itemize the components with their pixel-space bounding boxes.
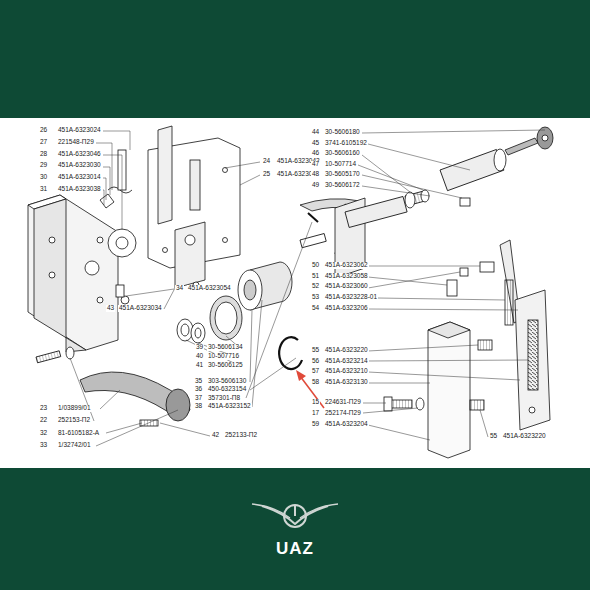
callout-number: 27 [39, 139, 48, 146]
part-number: 10-507716 [207, 353, 240, 360]
uaz-logo [252, 504, 338, 527]
part-number: 450-6323154 [207, 386, 247, 393]
part-number: 451A-6323204 [324, 421, 369, 428]
part-number: 451A-6323024 [57, 127, 102, 134]
pointer-arrow [296, 370, 324, 408]
part-number: 451A-6323058 [324, 273, 369, 280]
callout-number: 54 [311, 305, 320, 312]
part-number: 30-5606125 [207, 362, 244, 369]
callout-number: 46 [311, 150, 320, 157]
callout-number: 30 [39, 174, 48, 181]
callout-number: 58 [311, 379, 320, 386]
callout-number: 47 [311, 161, 320, 168]
part-number: 451A-6323220 [502, 433, 547, 440]
part-number: 451A-6323038 [57, 186, 102, 193]
part-number: 451A-6323062 [324, 262, 369, 269]
part-number: 252174-П29 [324, 410, 362, 417]
callout-number: 53 [311, 294, 320, 301]
part-number: 30-5606172 [324, 182, 361, 189]
part-number: 451A-6323220 [324, 347, 369, 354]
part-number: 30-5606160 [324, 150, 361, 157]
callout-number: 29 [39, 162, 48, 169]
part-number: 451A-6323060 [324, 283, 369, 290]
part-number: 3741-6105192 [324, 140, 368, 147]
callout-number: 56 [311, 358, 320, 365]
sheet [0, 118, 590, 468]
callout-number: 25 [262, 171, 271, 178]
part-number: 451A-6323228-01 [324, 294, 378, 301]
part-number: 224631-П29 [324, 399, 362, 406]
part-number: 451A-6323014 [57, 174, 102, 181]
part-number: 252153-П2 [57, 417, 91, 424]
callout-number: 24 [262, 158, 271, 165]
callout-number: 33 [39, 442, 48, 449]
callout-number: 43 [106, 305, 115, 312]
callout-number: 48 [311, 171, 320, 178]
callout-number: 57 [311, 368, 320, 375]
part-number: 451A-6323206 [324, 305, 369, 312]
callout-number: 17 [311, 410, 320, 417]
part-number: 1/32742/01 [57, 442, 92, 449]
callout-number: 15 [311, 399, 320, 406]
part-number: 451A-6323054 [187, 285, 232, 292]
part-number: 252133-П2 [224, 432, 258, 439]
part-number: 10-507714 [324, 161, 357, 168]
callout-number: 42 [211, 432, 220, 439]
brand-name: UAZ [276, 540, 314, 557]
callout-number: 55 [311, 347, 320, 354]
callout-number: 50 [311, 262, 320, 269]
callout-number: 22 [39, 417, 48, 424]
callout-number: 59 [311, 421, 320, 428]
callout-number: 39 [195, 344, 204, 351]
callout-number: 45 [311, 140, 320, 147]
callout-number: 31 [39, 186, 48, 193]
parts [28, 126, 553, 458]
part-number: 451A-6323152 [207, 403, 252, 410]
top-band [0, 0, 590, 118]
part-number: 30-5606134 [207, 344, 244, 351]
part-number: 451A-6323210 [324, 368, 369, 375]
part-number: 451A-6323214 [324, 358, 369, 365]
part-number: 81-6105182-A [57, 430, 100, 437]
bottom-band [0, 468, 590, 590]
part-number: 451A-6323130 [324, 379, 369, 386]
part-number: 303-5606130 [207, 378, 247, 385]
callout-number: 41 [195, 362, 204, 369]
part-number: 357301-П8 [207, 395, 241, 402]
callout-number: 35 [194, 378, 203, 385]
callout-number: 51 [311, 273, 320, 280]
callout-number: 36 [194, 386, 203, 393]
callout-number: 26 [39, 127, 48, 134]
callout-number: 23 [39, 405, 48, 412]
part-number: 451A-6323030 [57, 162, 102, 169]
callout-number: 34 [175, 285, 184, 292]
callout-number: 32 [39, 430, 48, 437]
callout-number: 52 [311, 283, 320, 290]
part-number: 30-5605170 [324, 171, 361, 178]
callout-number: 38 [194, 403, 203, 410]
leader-lines [70, 130, 545, 446]
part-number: 1/03899/01 [57, 405, 92, 412]
callout-number: 28 [39, 151, 48, 158]
part-number: 30-5606180 [324, 129, 361, 136]
callout-number: 40 [195, 353, 204, 360]
part-number: 451A-6323034 [118, 305, 163, 312]
callout-number: 55 [489, 433, 498, 440]
part-number: 221548-П29 [57, 139, 95, 146]
callout-number: 37 [194, 395, 203, 402]
part-number: 451A-6323046 [57, 151, 102, 158]
callout-number: 49 [311, 182, 320, 189]
callout-number: 44 [311, 129, 320, 136]
